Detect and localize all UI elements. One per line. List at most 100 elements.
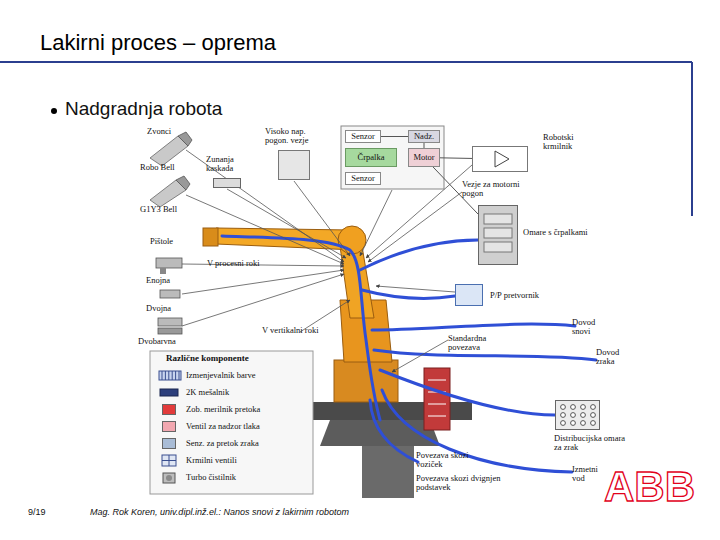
legend-swatch (162, 404, 176, 415)
robot-elbow (338, 226, 366, 254)
robot-pedestal (362, 446, 414, 498)
leader-line (376, 286, 455, 292)
valve-symbol (561, 413, 566, 418)
valve-grid-line (169, 455, 170, 466)
text-label: G1Y3 Bell (140, 205, 195, 214)
component-label: P/P pretvornik (490, 291, 570, 300)
component-box: Nadz. (408, 130, 440, 143)
color-changer-stripe (162, 371, 163, 380)
color-changer-stripe (179, 371, 180, 380)
component-box: Senzor (345, 172, 381, 185)
robot-base (334, 360, 398, 402)
text-label: Standardna povezava (448, 334, 500, 352)
component-box: Omare s črpalkami (478, 205, 518, 265)
valve-symbol (591, 405, 596, 410)
hose (372, 324, 575, 330)
bullet-dot (51, 108, 57, 114)
bell-cup (176, 176, 190, 190)
text-label: Dvojna (146, 304, 191, 313)
component-box: Senzor (345, 130, 381, 143)
valve-symbol (591, 421, 596, 426)
component-label: Senzor (351, 132, 375, 141)
leader-line (392, 340, 448, 372)
box-symbol (473, 147, 527, 171)
text-label: Zvonci (147, 127, 197, 136)
valve-symbol (581, 413, 586, 418)
legend-row: Krmilni ventili (158, 454, 308, 468)
component-label: Senzor (351, 174, 375, 183)
hose (380, 370, 555, 415)
spray-gun (160, 268, 166, 274)
leader-line (368, 192, 462, 262)
text-label: Enojna (146, 276, 191, 285)
text-label: V vertikalni roki (262, 326, 352, 335)
robot-lower-arm (340, 246, 374, 318)
valve-symbol (571, 421, 576, 426)
legend-row: Izmenjevalnik barve (158, 369, 308, 383)
component-label: Nadz. (414, 132, 434, 141)
cleaner-symbol (163, 473, 175, 483)
leader-line (182, 274, 344, 326)
text-label: Različne komponente (166, 354, 306, 364)
valve-symbol (561, 405, 566, 410)
valve-symbol (591, 413, 596, 418)
text-label: 9/19 (28, 508, 68, 518)
text-label: Vezje za motorni pogon (462, 180, 524, 198)
controller-symbol (495, 151, 509, 167)
box-symbol (556, 401, 599, 429)
cleaner-symbol (166, 475, 172, 481)
valve-symbol (581, 421, 586, 426)
valve-symbol (571, 405, 576, 410)
color-changer-stripe (168, 371, 169, 380)
text-label: Robo Bell (140, 163, 195, 172)
component-label: Omare s črpalkami (523, 228, 593, 237)
valve-symbol (561, 421, 566, 426)
legend-text: Krmilni ventili (186, 455, 308, 465)
component-label: Distribucijska omara za zrak (554, 434, 626, 452)
text-label: Povezava skozi dvignjen podstavek (416, 474, 511, 492)
valve-block-symbol (162, 455, 176, 466)
component-label: Črpalka (358, 153, 385, 162)
component-box: Motor (408, 148, 440, 167)
cabinet-drawer (484, 242, 512, 252)
text-label: V procesni roki (207, 259, 297, 268)
box-symbol (479, 206, 517, 264)
color-changer-symbol (159, 371, 181, 380)
component-box: Distribucijska omara za zrak (555, 400, 600, 430)
cabinet-stripe (428, 380, 446, 381)
connector-line (381, 136, 408, 137)
color-changer-stripe (172, 371, 173, 380)
text-label: Povezava skozi voziček (416, 451, 491, 469)
component-label: Robotski krmilnik (543, 133, 593, 151)
text-label: Dovod snovi (572, 318, 612, 336)
legend-symbol (158, 454, 182, 467)
component-box: Robotski krmilnik (472, 146, 528, 172)
legend-text: Izmenjevalnik barve (186, 370, 308, 380)
text-label: Dvobarvna (138, 337, 193, 346)
slide-title: Lakirni proces – oprema (40, 30, 640, 56)
text-label: Dovod zraka (596, 348, 638, 366)
legend-row: 2K mešalnik (158, 386, 308, 400)
valve-symbol (571, 413, 576, 418)
component-label: Motor (413, 153, 434, 162)
leader-line (182, 264, 344, 266)
cabinet-drawer (484, 228, 512, 238)
spray-gun (160, 290, 180, 298)
legend-symbol (158, 471, 182, 484)
title-rule (0, 61, 692, 63)
cabinet-stripe (428, 404, 446, 405)
color-changer-stripe (175, 371, 176, 380)
text-label: Mag. Rok Koren, univ.dipl.inž.el.: Nanos… (90, 508, 450, 518)
legend-text: 2K mešalnik (186, 387, 308, 397)
leader-line (360, 190, 392, 256)
valve-symbol (581, 405, 586, 410)
legend-text: Turbo čistilnik (186, 472, 308, 482)
legend-text: Zob. merilnik pretoka (186, 404, 308, 414)
company-logo: ABB (604, 466, 714, 508)
component-box: Zunanja kaskada (213, 178, 241, 188)
carriage-cabinet (424, 368, 450, 430)
component-label: Zunanja kaskada (206, 155, 256, 173)
